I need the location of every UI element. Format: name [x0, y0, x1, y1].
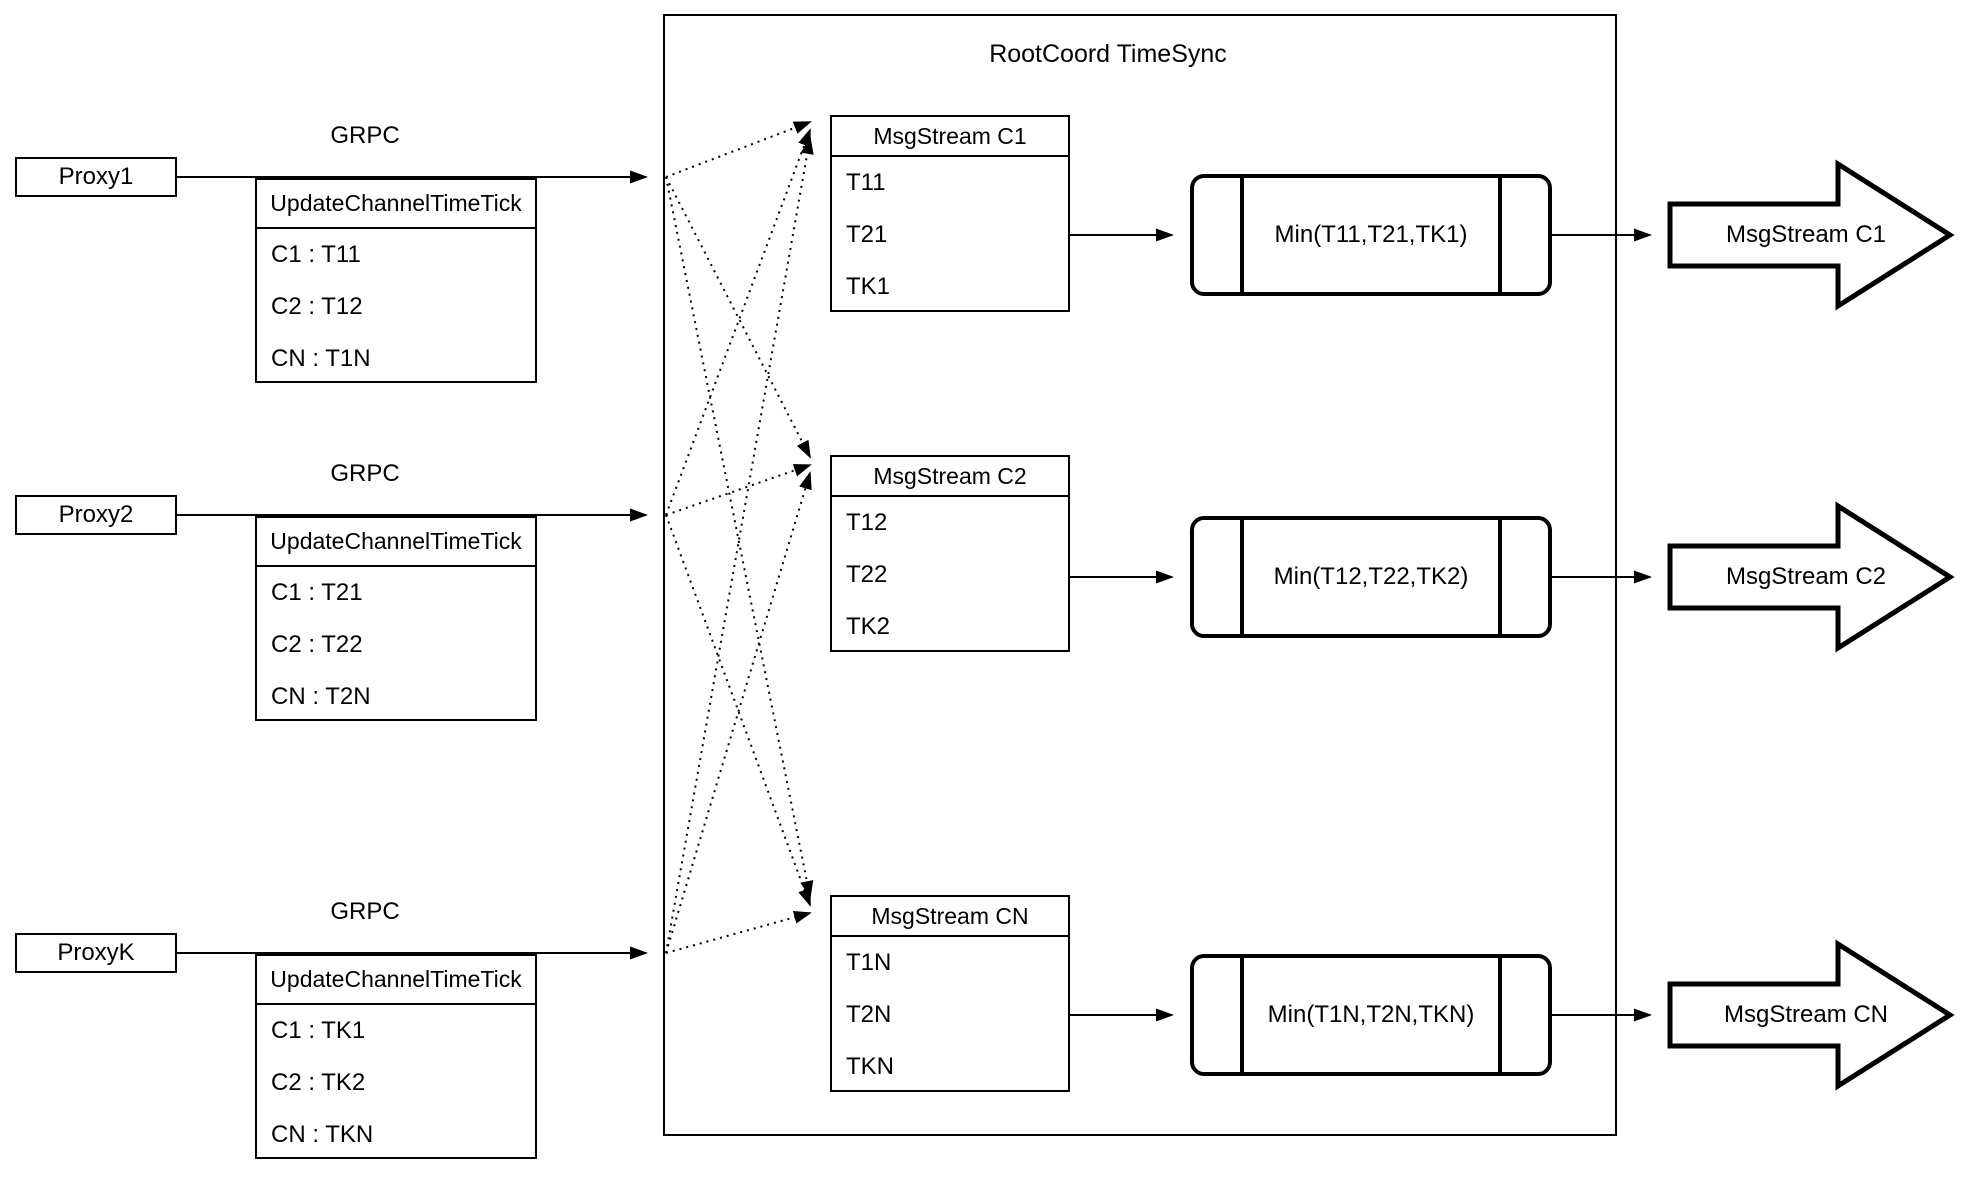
rootcoord-container: [663, 14, 1617, 1136]
msgstream-entry: TKN: [846, 1053, 894, 1080]
update-channel-timetick-table-2: UpdateChannelTimeTick C1 : T21 C2 : T22 …: [255, 516, 537, 721]
timetick-table-header: UpdateChannelTimeTick: [257, 956, 535, 1005]
msgstream-entry: TK1: [846, 273, 891, 300]
msgstream-output-arrow-label-1: MsgStream C1: [1725, 221, 1887, 248]
min-box-left-divider: [1240, 958, 1244, 1072]
msgstream-entry: T11: [846, 169, 886, 196]
timetick-fanout-arrows: [665, 121, 814, 954]
timetick-table-header: UpdateChannelTimeTick: [257, 180, 535, 229]
proxy1-label: Proxy1: [58, 163, 134, 190]
proxy2-label: Proxy2: [58, 501, 134, 528]
timetick-table-header: UpdateChannelTimeTick: [257, 518, 535, 567]
msgstream-table-header: MsgStream C2: [832, 457, 1068, 497]
min-box-2: Min(T12,T22,TK2): [1190, 516, 1552, 638]
min-box-1: Min(T11,T21,TK1): [1190, 174, 1552, 296]
min-box-left-divider: [1240, 178, 1244, 292]
msgstream-output-arrow-shape-3: [1667, 939, 1955, 1091]
grpc-label-2: GRPC: [330, 460, 400, 487]
timetick-entry: CN : TKN: [271, 1121, 374, 1148]
proxyk-label: ProxyK: [57, 939, 135, 966]
msgstream-output-arrow-shape-2: [1667, 501, 1955, 653]
msgstream-table-cn: MsgStream CN T1N T2N TKN: [830, 895, 1070, 1092]
rootcoord-title: RootCoord TimeSync: [989, 40, 1227, 68]
msgstream-table-c1: MsgStream C1 T11 T21 TK1: [830, 115, 1070, 312]
grpc-label-3: GRPC: [330, 898, 400, 925]
min-box-right-divider: [1498, 178, 1502, 292]
msgstream-entry: TK2: [846, 613, 891, 640]
timetick-entry: C1 : TK1: [271, 1017, 366, 1044]
grpc-label-1: GRPC: [330, 122, 400, 149]
timetick-entry: C1 : T11: [271, 241, 361, 268]
min-box-right-divider: [1498, 958, 1502, 1072]
msgstream-entry: T22: [846, 561, 888, 588]
msgstream-table-header: MsgStream C1: [832, 117, 1068, 157]
timetick-entry: C2 : T12: [271, 293, 363, 320]
msgstream-output-arrow-label-2: MsgStream C2: [1725, 563, 1887, 590]
update-channel-timetick-table-3: UpdateChannelTimeTick C1 : TK1 C2 : TK2 …: [255, 954, 537, 1159]
timetick-entry: C2 : T22: [271, 631, 363, 658]
msgstream-entry: T1N: [846, 949, 892, 976]
update-channel-timetick-table-1: UpdateChannelTimeTick C1 : T11 C2 : T12 …: [255, 178, 537, 383]
min-box-left-divider: [1240, 520, 1244, 634]
min-box-3: Min(T1N,T2N,TKN): [1190, 954, 1552, 1076]
timetick-entry: CN : T2N: [271, 683, 371, 710]
proxy1-box: Proxy1: [15, 157, 177, 197]
timetick-entry: C1 : T21: [271, 579, 363, 606]
min-label: Min(T11,T21,TK1): [1274, 221, 1468, 248]
min-box-right-divider: [1498, 520, 1502, 634]
msgstream-entry: T2N: [846, 1001, 892, 1028]
timetick-entry: C2 : TK2: [271, 1069, 366, 1096]
min-label: Min(T12,T22,TK2): [1273, 563, 1469, 590]
min-label: Min(T1N,T2N,TKN): [1267, 1001, 1475, 1028]
msgstream-output-arrow-shape-1: [1667, 159, 1955, 311]
proxy2-box: Proxy2: [15, 495, 177, 535]
proxyk-box: ProxyK: [15, 933, 177, 973]
msgstream-table-header: MsgStream CN: [832, 897, 1068, 937]
msgstream-output-arrow-label-3: MsgStream CN: [1723, 1001, 1889, 1028]
msgstream-entry: T12: [846, 509, 888, 536]
msgstream-entry: T21: [846, 221, 888, 248]
timetick-entry: CN : T1N: [271, 345, 371, 372]
msgstream-table-c2: MsgStream C2 T12 T22 TK2: [830, 455, 1070, 652]
